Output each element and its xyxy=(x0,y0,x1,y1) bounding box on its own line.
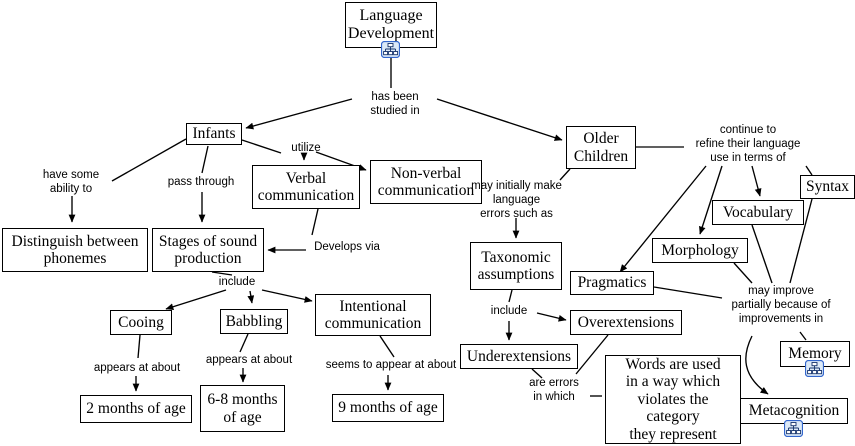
link-label-pass-through: pass through xyxy=(167,176,235,188)
edge-overextensions-to-are-errors xyxy=(575,334,609,375)
link-label-include-stages: include xyxy=(218,276,256,288)
edge-include-to-overextensions xyxy=(536,312,567,322)
link-label-may-improve: may improve partially because of improve… xyxy=(731,285,831,325)
node-older-children[interactable]: Older Children xyxy=(566,126,636,169)
edge-cooing-to-appears xyxy=(137,334,141,359)
node-non-verbal-communication[interactable]: Non-verbal communication xyxy=(370,160,482,204)
node-underextensions[interactable]: Underextensions xyxy=(460,344,578,369)
edge-may-improve-to-metacognition xyxy=(745,335,769,395)
node-morphology[interactable]: Morphology xyxy=(652,238,748,263)
node-overextensions[interactable]: Overextensions xyxy=(570,310,682,335)
edge-intentional-to-seems xyxy=(379,335,395,358)
node-verbal-communication[interactable]: Verbal communication xyxy=(252,165,360,209)
edge-infants-to-pass-through xyxy=(201,145,209,174)
link-label-develops-via: Develops via xyxy=(314,241,380,253)
node-syntax[interactable]: Syntax xyxy=(800,175,855,199)
edge-may-improve-to-memory xyxy=(799,331,807,341)
link-label-are-errors-in-which: are errors in which xyxy=(529,377,579,403)
edge-vocabulary-to-may-improve xyxy=(751,224,773,284)
node-six-eight-months-of-age[interactable]: 6-8 months of age xyxy=(200,385,285,432)
node-distinguish-between-phonemes[interactable]: Distinguish between phonemes xyxy=(2,228,148,272)
edge-include-to-cooing xyxy=(165,289,227,311)
edge-stages-to-include xyxy=(211,271,233,276)
edge-continue-to-vocabulary xyxy=(751,165,762,197)
edge-studied-in-to-infants xyxy=(245,98,353,130)
node-intentional-communication[interactable]: Intentional communication xyxy=(315,294,431,336)
link-label-has-been-studied-in: has been studied in xyxy=(370,91,420,117)
node-two-months-of-age[interactable]: 2 months of age xyxy=(80,395,192,423)
edge-pragmatics-to-may-improve xyxy=(653,286,723,299)
edge-babbling-to-appears xyxy=(239,333,249,353)
node-cooing[interactable]: Cooing xyxy=(110,310,172,335)
link-label-appears-at-about-babbling: appears at about xyxy=(205,354,293,366)
edge-verbal-to-develops-via xyxy=(311,208,319,236)
link-label-utilize: utilize xyxy=(291,142,321,154)
hierarchy-icon[interactable] xyxy=(381,41,400,58)
node-words-are-used[interactable]: Words are used in a way which violates t… xyxy=(605,355,741,444)
node-vocabulary[interactable]: Vocabulary xyxy=(712,200,804,225)
edge-older-children-to-may-initially xyxy=(559,168,571,181)
node-infants[interactable]: Infants xyxy=(186,123,242,145)
link-label-seems-to-appear-at-about: seems to appear at about xyxy=(325,359,457,371)
node-babbling[interactable]: Babbling xyxy=(220,309,288,334)
node-stages-of-sound-production[interactable]: Stages of sound production xyxy=(152,228,264,272)
node-taxonomic-assumptions[interactable]: Taxonomic assumptions xyxy=(470,242,562,290)
edge-include-to-babbling xyxy=(247,290,255,304)
node-pragmatics[interactable]: Pragmatics xyxy=(570,271,654,295)
node-metacognition[interactable]: Metacognition xyxy=(740,398,848,424)
edge-taxonomic-to-include xyxy=(508,289,513,303)
node-language-development[interactable]: Language Development xyxy=(345,2,437,48)
edge-infants-to-utilize xyxy=(241,139,282,154)
link-label-have-some-ability-to: have some ability to xyxy=(42,169,100,195)
node-nine-months-of-age[interactable]: 9 months of age xyxy=(332,394,444,422)
link-label-continue-to-refine: continue to refine their language use in… xyxy=(695,124,801,164)
edge-studied-in-to-older-children xyxy=(436,98,563,141)
link-label-appears-at-about-cooing: appears at about xyxy=(93,362,181,374)
link-label-may-initially-make: may initially make language errors such … xyxy=(471,180,562,220)
hierarchy-icon[interactable] xyxy=(805,360,824,377)
edge-infants-to-have-some-ability xyxy=(111,138,187,182)
hierarchy-icon[interactable] xyxy=(784,420,803,437)
edge-include-to-intentional xyxy=(261,289,313,303)
edge-continue-to-syntax xyxy=(805,165,813,176)
link-label-include-overextensions: include xyxy=(490,305,528,317)
edge-morphology-to-may-improve xyxy=(733,262,753,284)
